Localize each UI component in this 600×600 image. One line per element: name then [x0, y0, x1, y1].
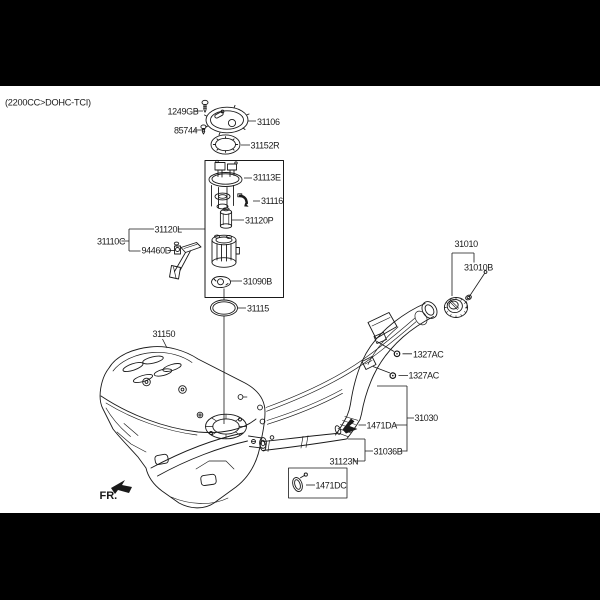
vent-elbow-31116-drawing	[238, 194, 249, 207]
part-label-31152r: 31152R	[251, 140, 281, 150]
part-label-1471dc: 1471DC	[316, 480, 348, 490]
part-label-31120p: 31120P	[245, 215, 274, 225]
clamp-1471dc-drawing	[289, 468, 348, 498]
part-label-31123n: 31123N	[330, 456, 359, 466]
letterbox-top	[0, 0, 600, 86]
filler-hose-31123n-drawing	[260, 434, 347, 452]
part-label-85744: 85744	[174, 125, 198, 135]
suction-plate-31090b-drawing	[212, 277, 231, 288]
bolt-1327ac-lower-drawing	[390, 373, 396, 379]
part-label-1327ac-lower: 1327AC	[409, 371, 440, 381]
pump-head-31113e-drawing	[209, 160, 242, 209]
fuel-tank-31150-drawing	[100, 347, 266, 508]
filler-neck-pipe-drawing	[347, 299, 440, 420]
part-label-31110c: 31110C	[97, 236, 126, 246]
fuel-cap-31010-drawing	[444, 294, 472, 317]
part-label-1249gb: 1249GB	[168, 106, 199, 116]
part-label-31120l: 31120L	[155, 224, 183, 234]
vent-tube-lines	[266, 318, 416, 424]
part-label-31115: 31115	[247, 303, 269, 313]
pump-plate-31106-drawing	[205, 105, 250, 135]
pump-body-drawing	[212, 235, 239, 267]
letterbox-bottom	[0, 513, 600, 600]
engine-variant-label: (2200CC>DOHC-TCI)	[5, 98, 91, 108]
screw-85744-drawing	[201, 125, 206, 134]
part-label-31036b: 31036B	[374, 446, 403, 456]
part-label-31030: 31030	[415, 413, 439, 423]
part-label-31150: 31150	[153, 329, 176, 339]
part-label-31010b: 31010B	[464, 262, 493, 272]
o-ring-31115-drawing	[211, 300, 238, 316]
part-label-31113e: 31113E	[253, 172, 281, 182]
part-label-1327ac-upper: 1327AC	[413, 349, 444, 359]
fr-direction-label: FR.	[100, 490, 118, 502]
part-label-31010: 31010	[455, 239, 479, 249]
clamp-1471da-arrow	[334, 418, 358, 436]
part-label-31116: 31116	[261, 196, 283, 206]
fuel-sender-94460d-drawing	[170, 242, 202, 279]
lock-ring-31152r-drawing	[211, 135, 240, 154]
part-label-31090b: 31090B	[243, 276, 272, 286]
fr-direction-arrow-icon	[111, 480, 132, 494]
fuel-filter-31120p-drawing	[220, 208, 231, 228]
screw-1249gb-drawing	[202, 100, 208, 112]
part-label-1471da: 1471DA	[367, 420, 398, 430]
part-label-94460d: 94460D	[142, 245, 172, 255]
part-label-31106: 31106	[257, 117, 280, 127]
leader-lines	[122, 111, 487, 485]
bolt-1327ac-upper-drawing	[394, 351, 400, 357]
